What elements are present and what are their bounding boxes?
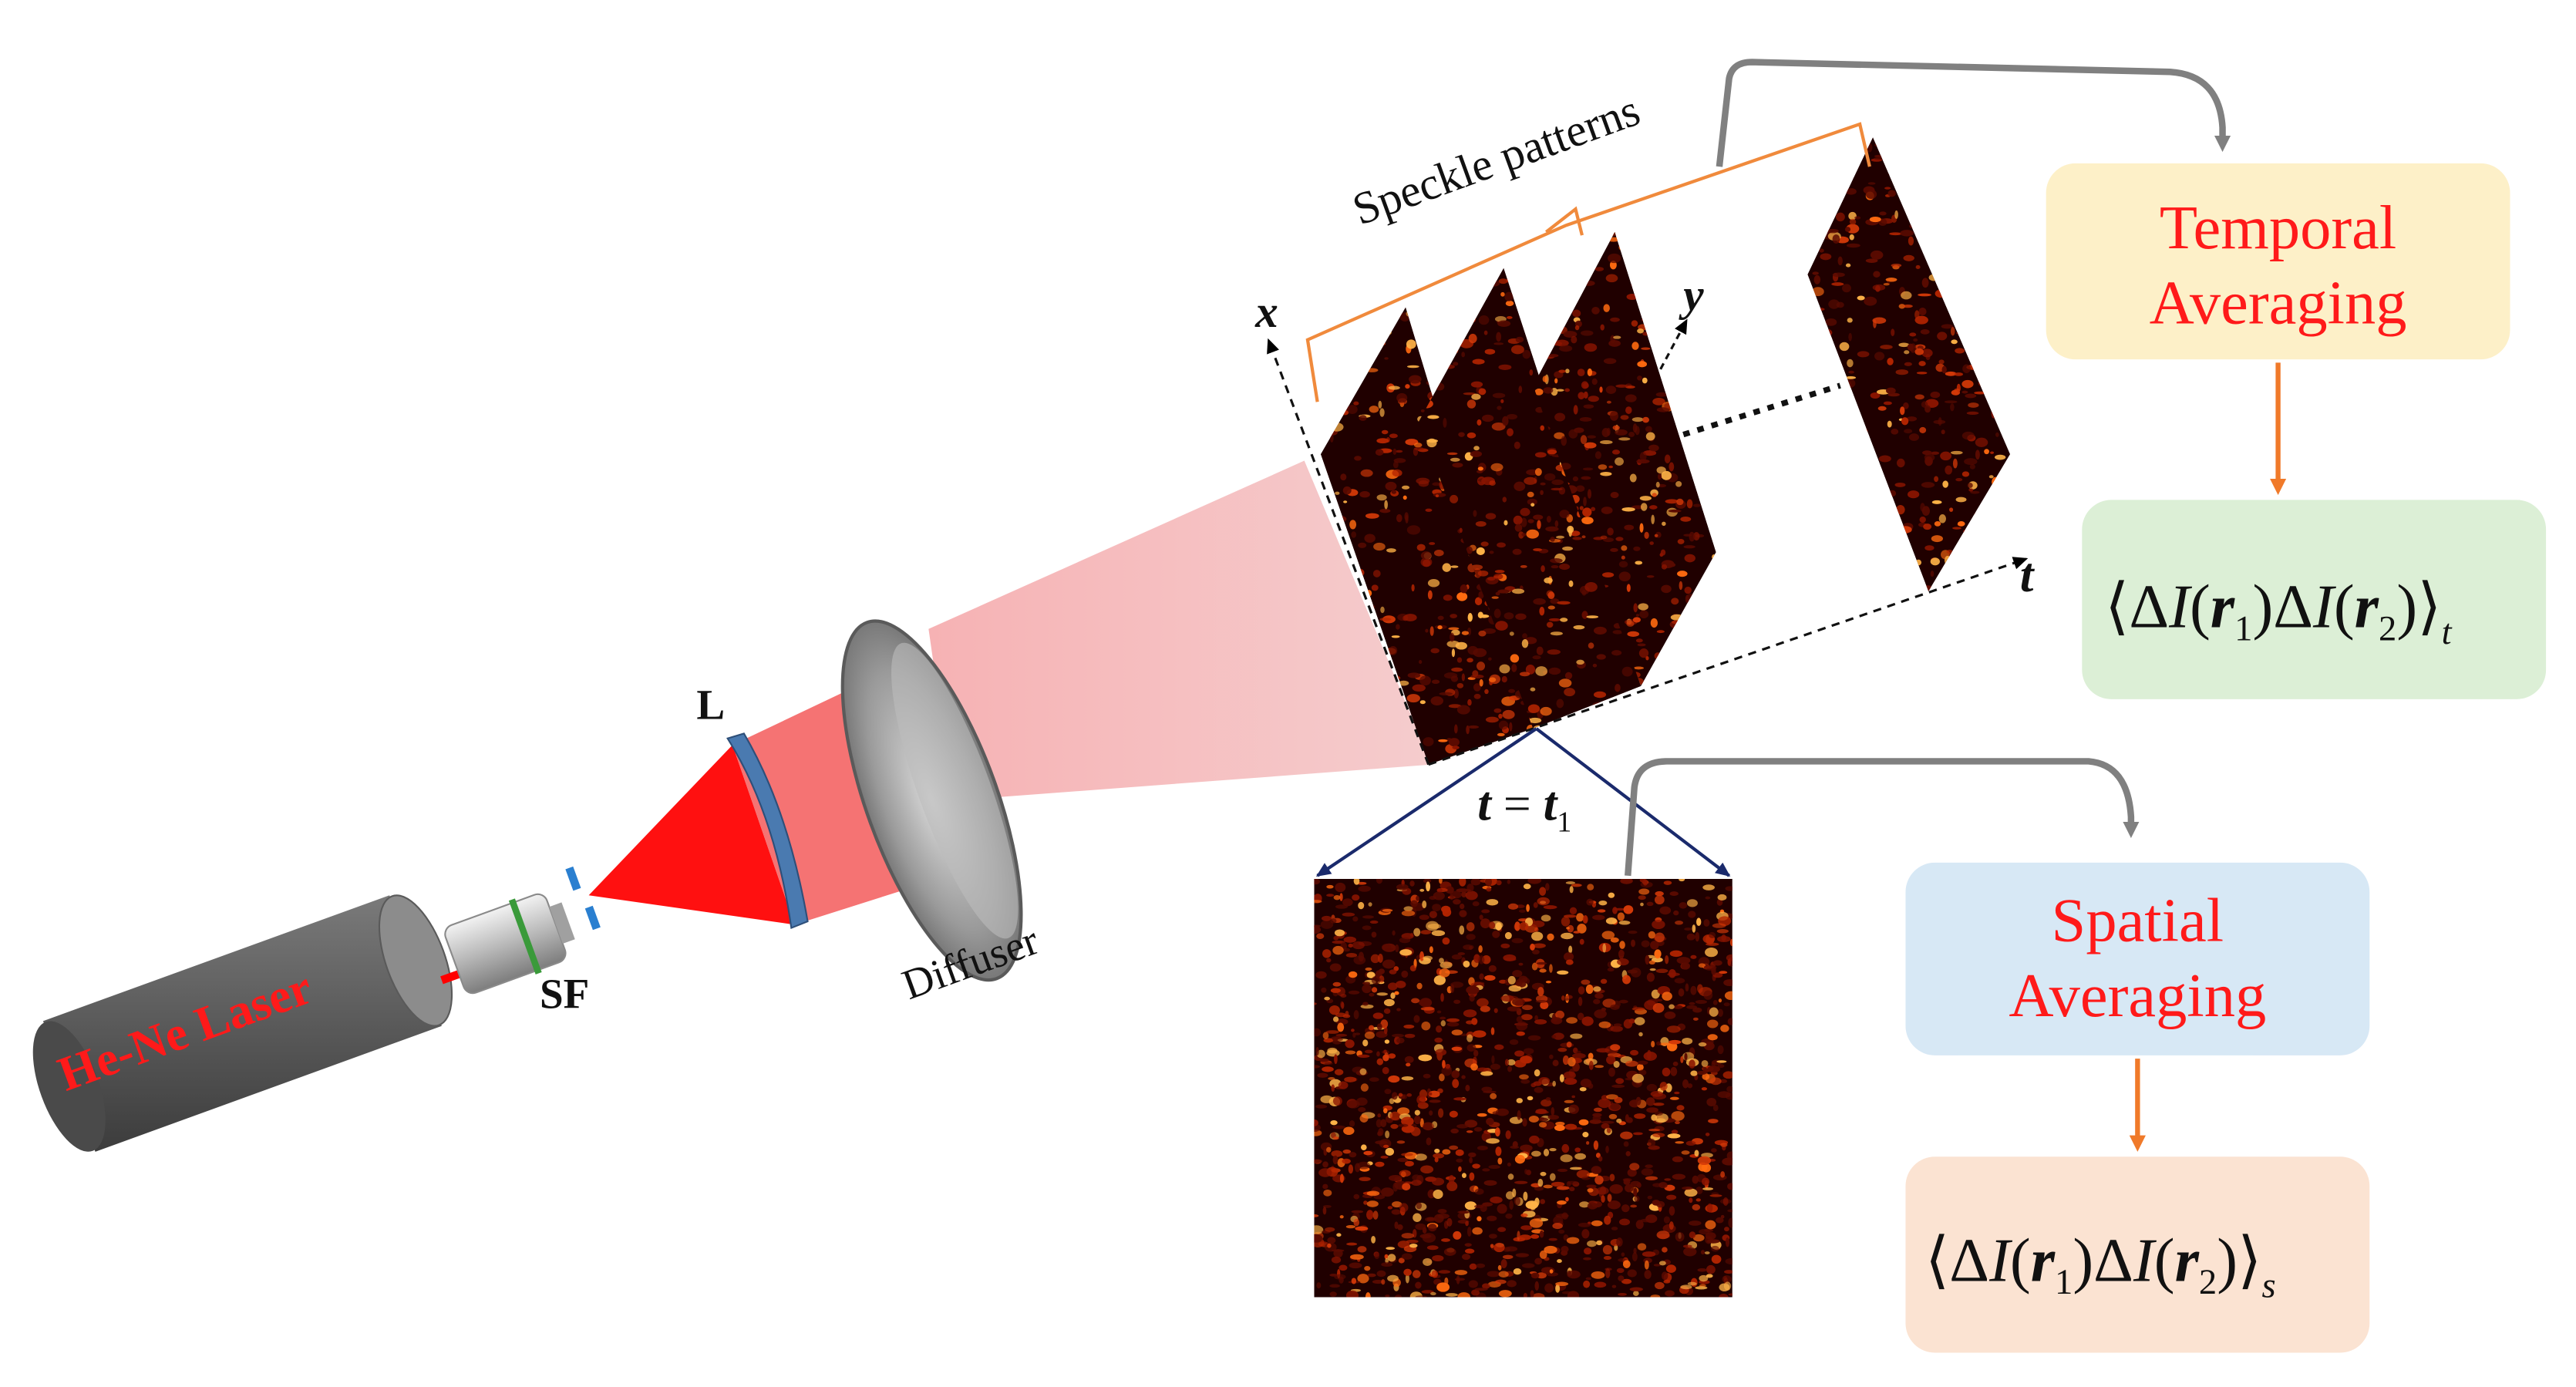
temporal-line2: Averaging	[2150, 269, 2407, 338]
pinhole-bottom	[584, 905, 601, 931]
sf-label: SF	[540, 970, 589, 1017]
temporal-result-box: ⟨ΔI(r1)ΔI(r2)⟩t	[2082, 500, 2547, 699]
temporal-line1: Temporal	[2160, 194, 2396, 262]
expanding-beam	[588, 745, 795, 925]
y-axis-label: y	[1679, 270, 1704, 321]
y-axis-line	[1659, 318, 1688, 370]
temporal-box-bg	[2046, 163, 2510, 360]
speckle-snapshot-square	[1314, 879, 1732, 1298]
x-axis-label: x	[1254, 286, 1278, 337]
diffuser: Diffuser	[840, 619, 1045, 1008]
pinhole-top	[565, 866, 581, 891]
snapshot-time-label: t = t1	[1477, 776, 1571, 839]
diffused-light-cone	[928, 460, 1432, 801]
speckle-square-texture	[1314, 879, 1732, 1298]
arrow-to-temporal	[1716, 59, 2231, 167]
t-axis-line	[1428, 557, 2029, 766]
x-axis-line	[1267, 338, 1430, 766]
spatial-line1: Spatial	[2052, 887, 2224, 955]
spatial-box-bg	[1905, 862, 2370, 1055]
temporal-correlation-formula: ⟨ΔI(r1)ΔI(r2)⟩t	[2105, 573, 2453, 652]
lens-label: L	[696, 681, 725, 728]
speckle-frames	[1320, 136, 2011, 765]
spatial-result-box: ⟨ΔI(r1)ΔI(r2)⟩s	[1905, 1156, 2370, 1353]
temporal-averaging-box: Temporal Averaging	[2046, 163, 2510, 360]
temporal-result-bg	[2082, 500, 2547, 699]
spatial-filter: SF	[444, 866, 601, 1017]
arrow-to-spatial	[1625, 758, 2140, 877]
spatial-correlation-formula: ⟨ΔI(r1)ΔI(r2)⟩s	[1925, 1226, 2276, 1305]
lens: L	[696, 681, 809, 930]
axes: x y t	[1254, 270, 2036, 766]
t-axis-label: t	[2020, 547, 2036, 602]
spatial-averaging-box: Spatial Averaging	[1905, 862, 2370, 1055]
spatial-result-bg	[1905, 1156, 2370, 1353]
spatial-line2: Averaging	[2009, 961, 2266, 1030]
he-ne-laser: He-Ne Laser	[32, 894, 453, 1152]
speckle-frame-4	[1807, 136, 2011, 592]
ellipsis-dotted-line	[1682, 382, 1841, 438]
